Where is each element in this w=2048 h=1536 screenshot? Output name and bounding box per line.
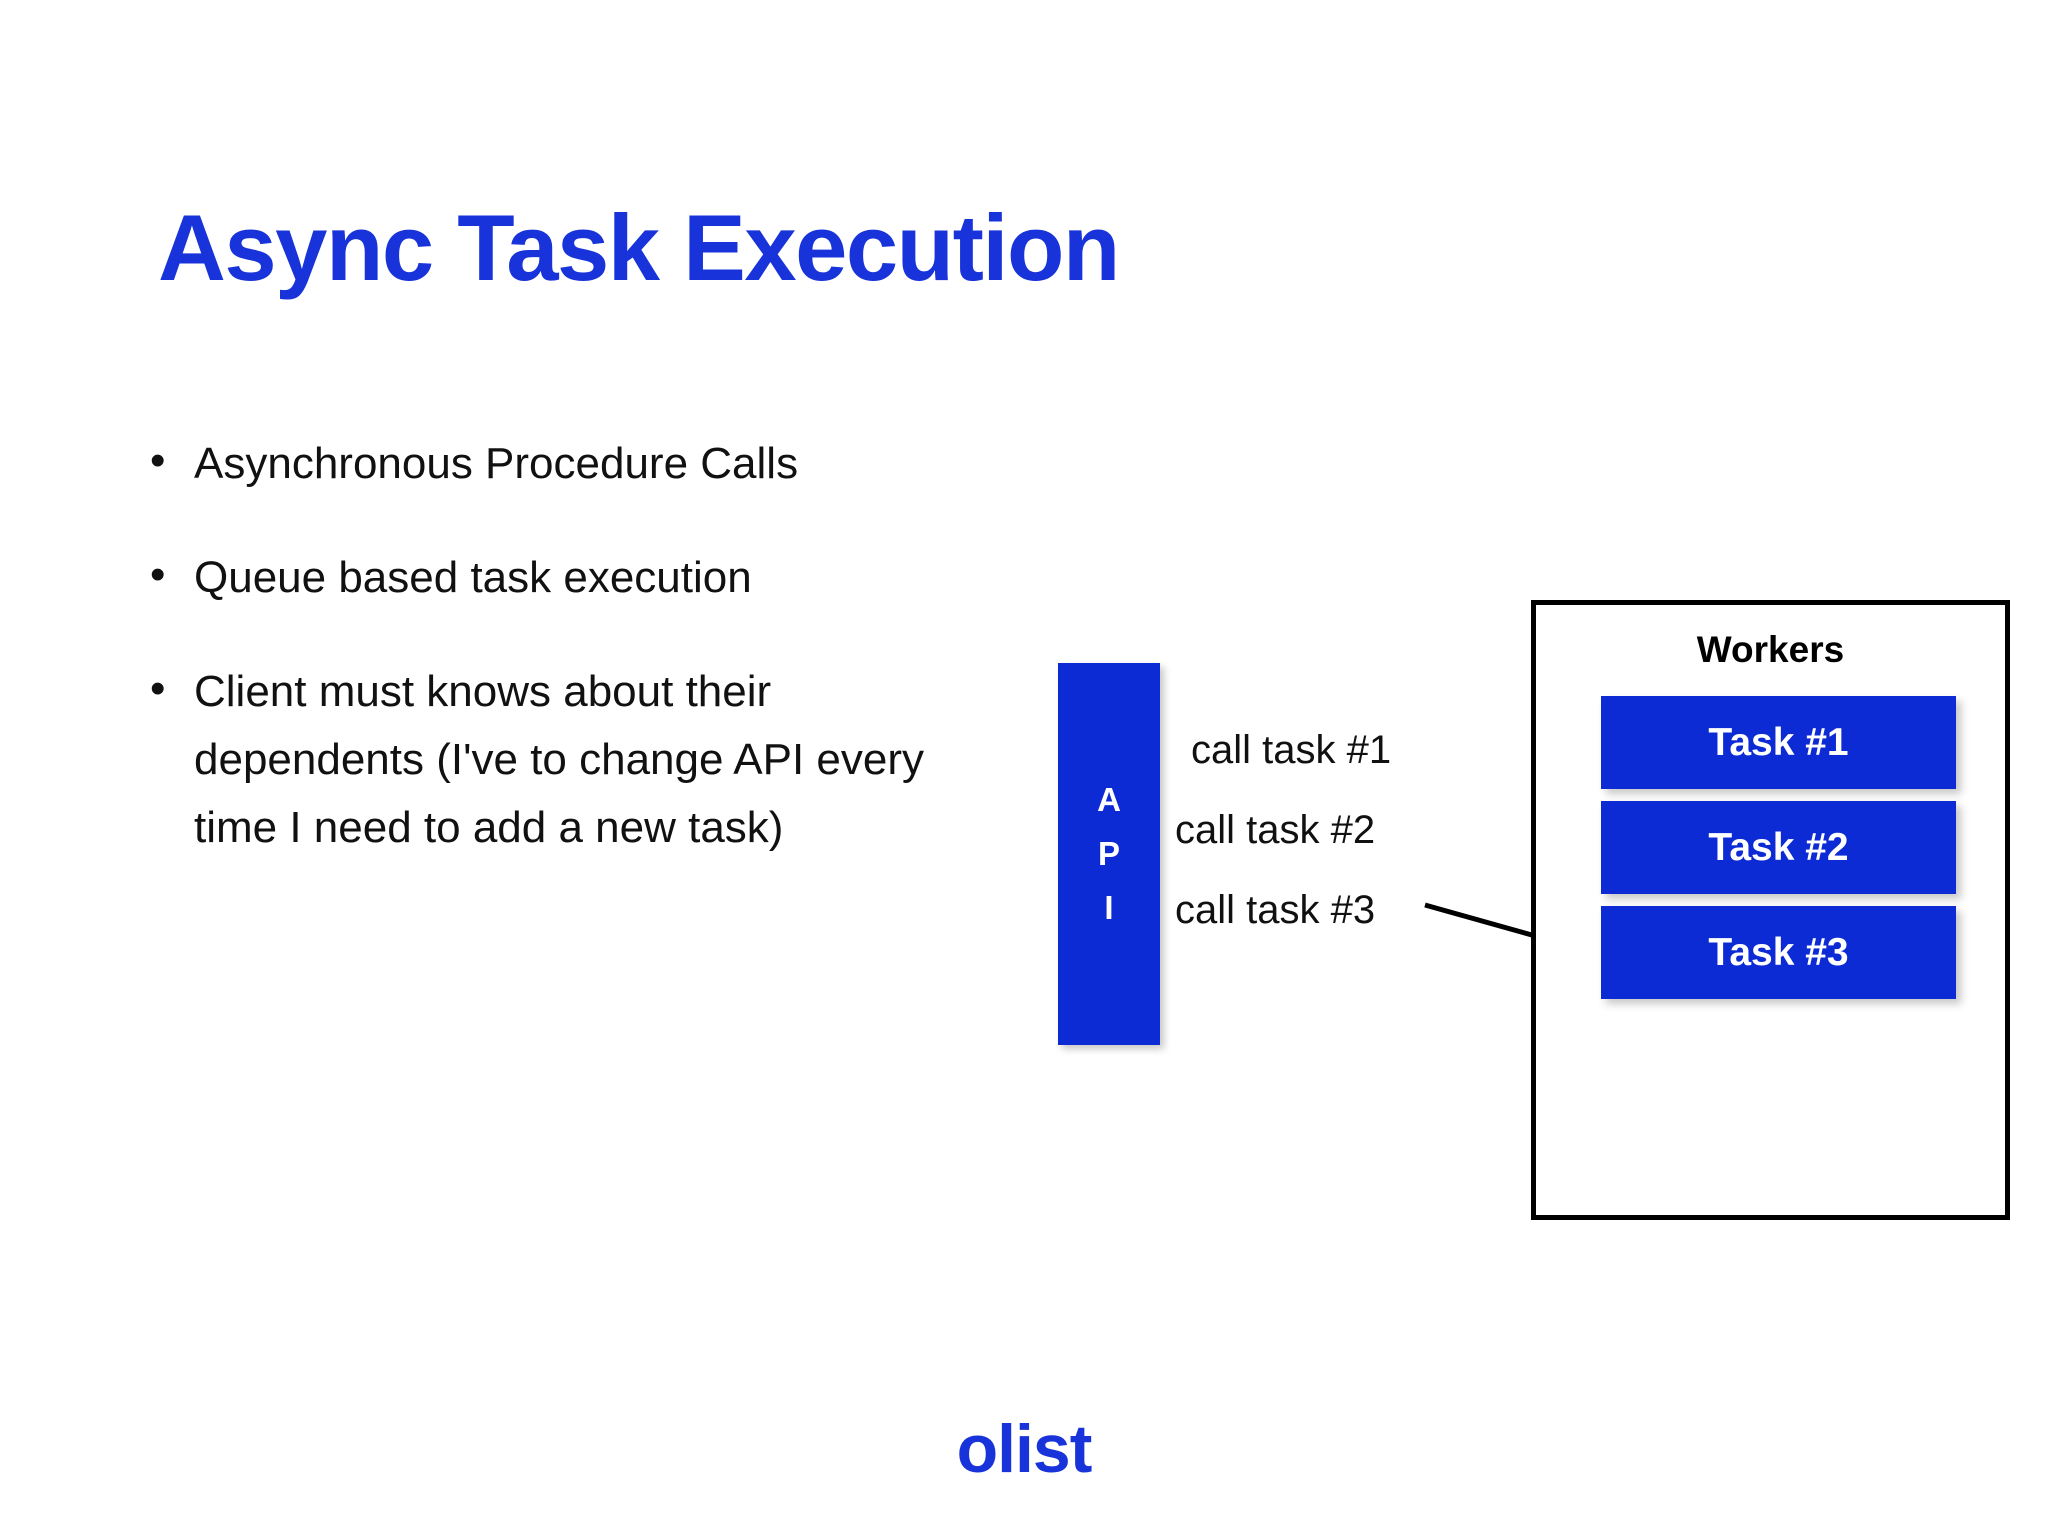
call-task-3-label: call task #3: [1175, 888, 1376, 932]
bullet-dot-icon: •: [150, 550, 166, 599]
task-label: Task #2: [1708, 825, 1849, 869]
api-letter-a: A: [1097, 781, 1121, 818]
call-task-2-label: call task #2: [1175, 808, 1376, 852]
bullet-text: Client must knows about their dependents…: [194, 667, 924, 852]
api-letter-i: I: [1104, 889, 1114, 926]
workers-title: Workers: [1696, 629, 1845, 670]
bullet-dot-icon: •: [150, 436, 166, 485]
workers-container[interactable]: Workers Task #1 Task #2 Task #3: [1531, 600, 2010, 1220]
bullet-dot-icon: •: [150, 664, 166, 713]
task-box-3[interactable]: Task #3: [1601, 906, 1956, 999]
olist-logo: olist: [956, 1411, 1093, 1487]
bullet-text: Queue based task execution: [194, 553, 752, 602]
task-box-1[interactable]: Task #1: [1601, 696, 1956, 789]
api-letter-p: P: [1097, 835, 1120, 872]
api-block[interactable]: A P I: [1058, 663, 1160, 1045]
list-item: • Queue based task execution: [150, 544, 980, 612]
task-label: Task #3: [1708, 930, 1849, 974]
list-item: • Asynchronous Procedure Calls: [150, 430, 980, 498]
call-task-1-label: call task #1: [1191, 728, 1392, 772]
bullet-list: • Asynchronous Procedure Calls • Queue b…: [150, 430, 980, 908]
task-label: Task #1: [1708, 720, 1849, 764]
list-item: • Client must knows about their dependen…: [150, 658, 980, 862]
bullet-text: Asynchronous Procedure Calls: [194, 439, 799, 488]
call-labels-group: call task #1 call task #2 call task #3: [1175, 710, 1391, 950]
page-title: Async Task Execution: [158, 194, 1120, 300]
task-box-2[interactable]: Task #2: [1601, 801, 1956, 894]
task-list: Task #1 Task #2 Task #3: [1601, 696, 1956, 1011]
